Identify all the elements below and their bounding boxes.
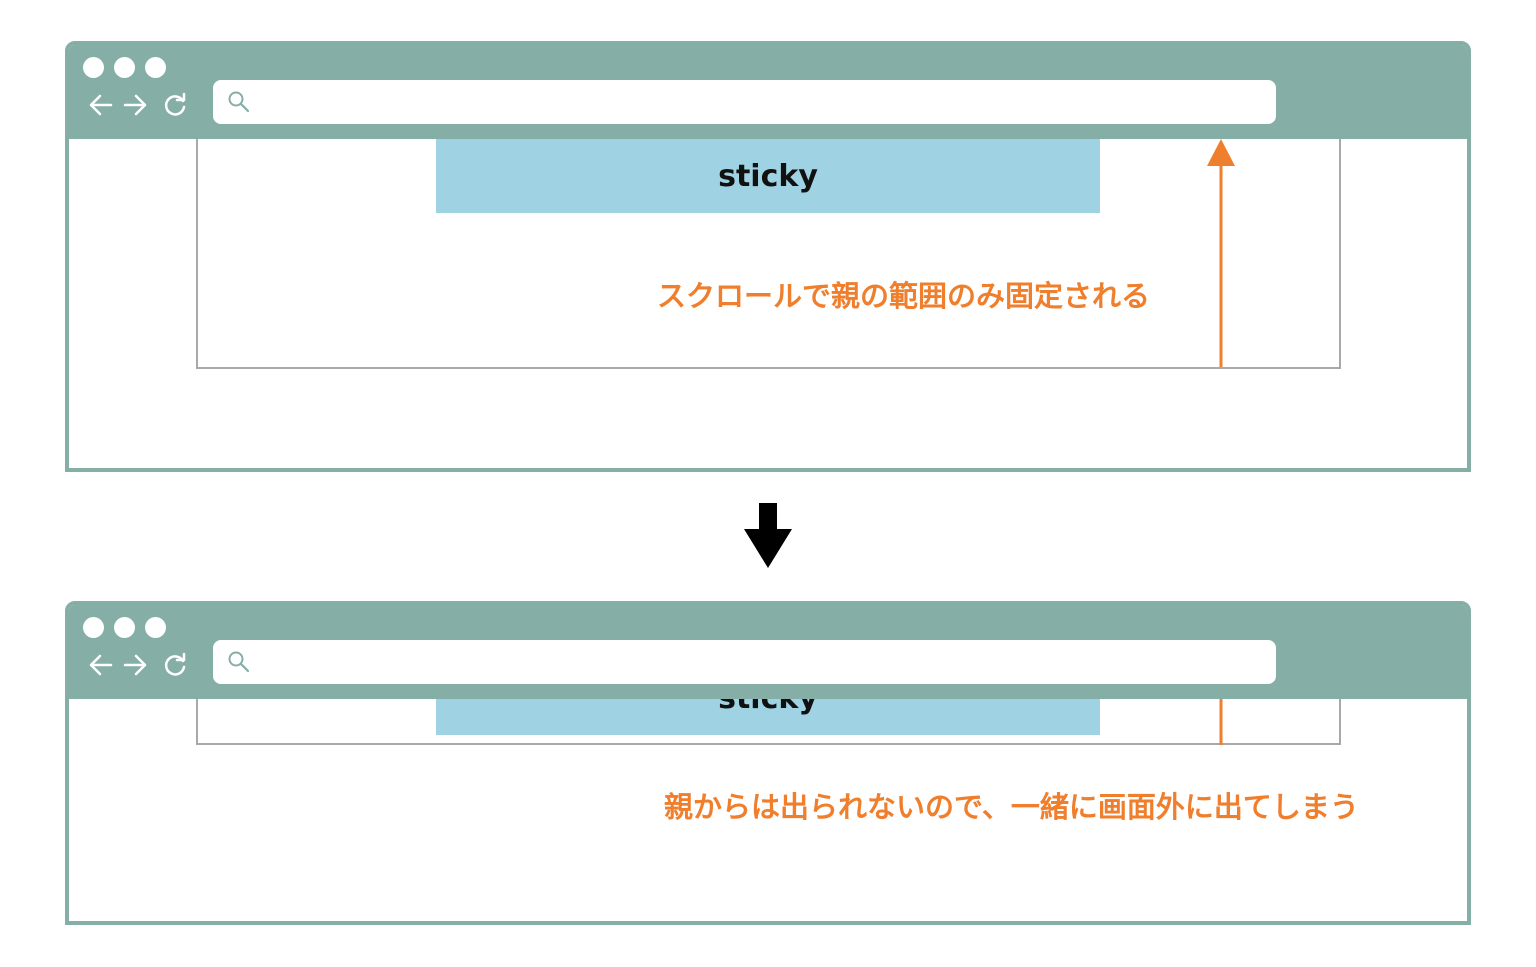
window-dot-minimize[interactable] <box>114 617 135 638</box>
nav-buttons <box>87 651 189 679</box>
sticky-element: sticky <box>436 139 1100 213</box>
back-arrow-icon[interactable] <box>87 651 115 679</box>
reload-icon[interactable] <box>161 651 189 679</box>
window-dot-maximize[interactable] <box>145 57 166 78</box>
window-controls <box>83 617 166 638</box>
browser-window-before: sticky スクロールで親の範囲のみ固定される <box>65 41 1471 472</box>
browser-toolbar <box>69 45 1467 139</box>
page-content: sticky 親からは出られないので、一緒に画面外に出てしまう <box>69 661 1467 921</box>
address-bar[interactable] <box>213 640 1276 684</box>
back-arrow-icon[interactable] <box>87 91 115 119</box>
window-dot-maximize[interactable] <box>145 617 166 638</box>
down-arrow-icon <box>744 503 792 568</box>
page-content: sticky スクロールで親の範囲のみ固定される <box>69 135 1467 468</box>
search-icon <box>228 91 250 113</box>
caption-before: スクロールで親の範囲のみ固定される <box>657 279 1151 313</box>
nav-buttons <box>87 91 189 119</box>
browser-toolbar <box>69 605 1467 699</box>
window-dot-minimize[interactable] <box>114 57 135 78</box>
caption-after: 親からは出られないので、一緒に画面外に出てしまう <box>664 790 1359 824</box>
window-dot-close[interactable] <box>83 617 104 638</box>
window-controls <box>83 57 166 78</box>
forward-arrow-icon[interactable] <box>121 91 149 119</box>
forward-arrow-icon[interactable] <box>121 651 149 679</box>
window-dot-close[interactable] <box>83 57 104 78</box>
reload-icon[interactable] <box>161 91 189 119</box>
search-icon <box>228 651 250 673</box>
browser-window-after: sticky 親からは出られないので、一緒に画面外に出てしまう <box>65 601 1471 925</box>
address-bar[interactable] <box>213 80 1276 124</box>
